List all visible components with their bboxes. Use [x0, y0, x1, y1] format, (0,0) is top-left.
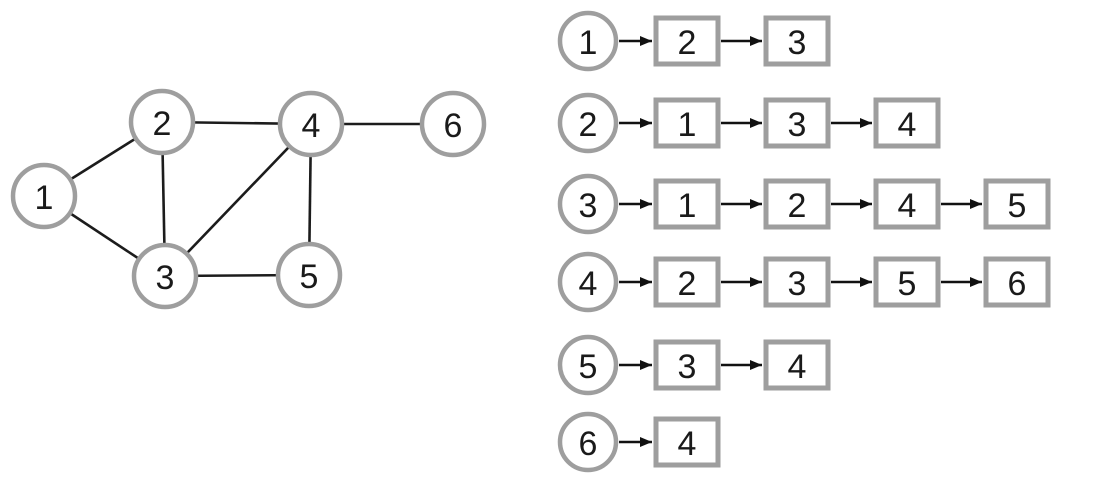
adj-box-6-4 — [653, 416, 721, 468]
graph-node-label-1: 1 — [35, 179, 54, 217]
adj-head-node-2 — [557, 92, 619, 154]
adj-box-label-1-3: 3 — [788, 24, 807, 62]
adj-box-label-3-4: 4 — [898, 187, 917, 225]
adj-box-label-5-3: 3 — [678, 348, 697, 386]
adjacency-list-layer: 1 2 3 2 1 3 4 3 1 2 4 5 4 2 3 5 6 5 3 4 6 4 — [557, 10, 1051, 473]
adj-box-label-6-4: 4 — [678, 425, 697, 463]
adj-box-1-2 — [653, 15, 721, 67]
graph-node-label-5: 5 — [300, 258, 319, 296]
graph-node-4 — [277, 90, 345, 158]
adj-head-label-2: 2 — [579, 106, 598, 144]
adj-box-1-3 — [763, 15, 831, 67]
adj-box-3-2 — [763, 178, 831, 230]
graph-node-6 — [419, 90, 487, 158]
graph-node-label-3: 3 — [156, 259, 175, 297]
graph-node-1 — [10, 162, 78, 230]
adj-head-label-5: 5 — [579, 348, 598, 386]
adj-head-node-4 — [557, 251, 619, 313]
adj-box-label-2-4: 4 — [898, 106, 917, 144]
graph-node-label-6: 6 — [444, 107, 463, 145]
graph-edges-layer — [43, 120, 453, 278]
adj-box-label-1-2: 2 — [678, 24, 697, 62]
adj-box-label-4-3: 3 — [788, 265, 807, 303]
adj-box-4-3 — [763, 256, 831, 308]
adj-box-2-4 — [873, 97, 941, 149]
adj-box-label-3-5: 5 — [1008, 187, 1027, 225]
adj-box-3-5 — [983, 178, 1051, 230]
adj-box-label-5-4: 4 — [788, 348, 807, 386]
adj-box-3-1 — [653, 178, 721, 230]
graph-node-label-2: 2 — [153, 105, 172, 143]
adj-box-label-3-2: 2 — [788, 187, 807, 225]
adj-box-2-1 — [653, 97, 721, 149]
adj-box-2-3 — [763, 97, 831, 149]
graph-node-2 — [128, 88, 196, 156]
graph-node-5 — [275, 241, 343, 309]
adj-box-label-2-3: 3 — [788, 106, 807, 144]
adj-head-node-5 — [557, 334, 619, 396]
adj-box-5-4 — [763, 339, 831, 391]
adj-head-label-6: 6 — [579, 425, 598, 463]
adj-box-label-3-1: 1 — [678, 187, 697, 225]
adj-head-node-1 — [557, 10, 619, 72]
graph-edge-3-4 — [164, 123, 312, 277]
adj-box-label-4-5: 5 — [898, 265, 917, 303]
graph-node-3 — [131, 242, 199, 310]
adj-box-label-4-6: 6 — [1008, 265, 1027, 303]
adj-head-label-1: 1 — [579, 24, 598, 62]
adj-box-label-4-2: 2 — [678, 265, 697, 303]
adj-head-label-3: 3 — [579, 187, 598, 225]
adj-box-4-6 — [983, 256, 1051, 308]
adj-box-4-5 — [873, 256, 941, 308]
adj-box-4-2 — [653, 256, 721, 308]
adj-box-5-3 — [653, 339, 721, 391]
adj-head-label-4: 4 — [579, 265, 598, 303]
graph-nodes-layer: 1 2 3 4 5 6 — [10, 88, 487, 310]
adj-box-label-2-1: 1 — [678, 106, 697, 144]
graph-node-label-4: 4 — [302, 107, 321, 145]
adj-head-node-3 — [557, 173, 619, 235]
adj-box-3-4 — [873, 178, 941, 230]
adj-head-node-6 — [557, 411, 619, 473]
